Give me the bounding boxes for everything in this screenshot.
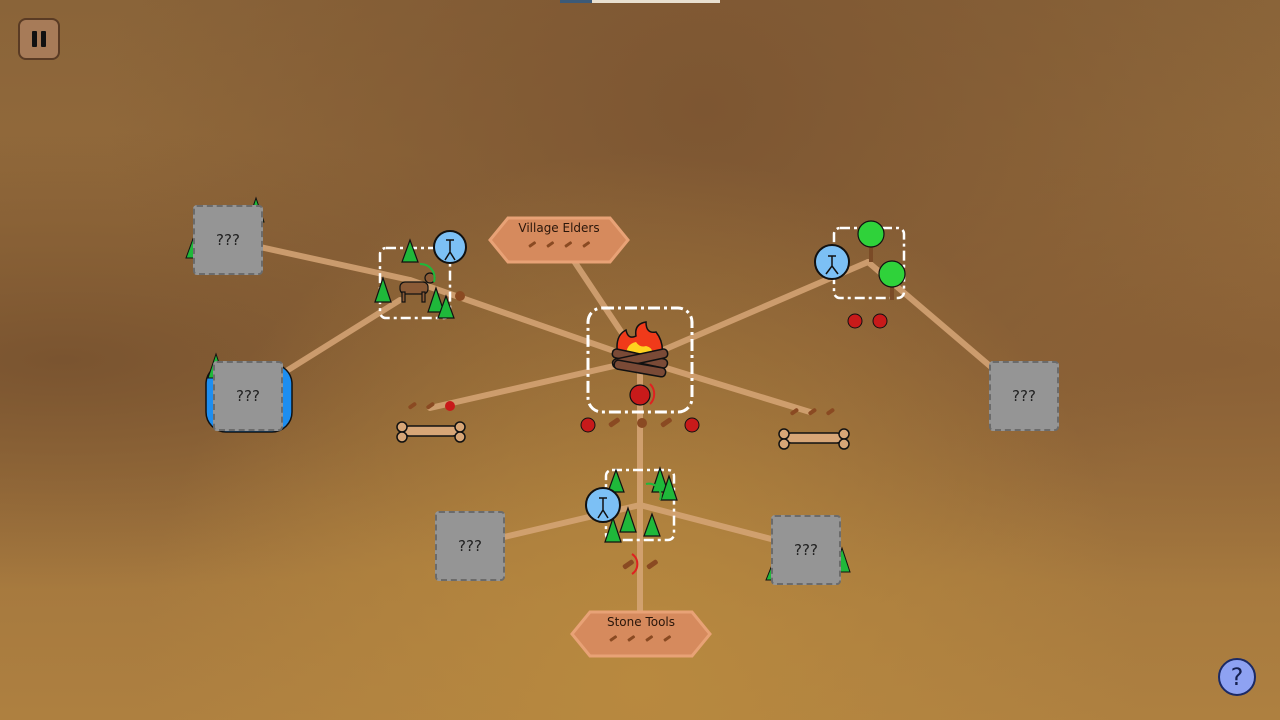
apple-tree-icon (878, 260, 906, 300)
apple-icon (684, 417, 700, 433)
tech-village-elders-cost-icons (528, 241, 591, 248)
campfire-outputs (580, 417, 700, 433)
bone-icon (396, 421, 466, 443)
progress-arc (645, 482, 662, 501)
progress-arc (649, 383, 656, 405)
meat-icon (455, 291, 465, 301)
logs-icon (611, 348, 669, 378)
help-button[interactable]: ? (1218, 658, 1256, 696)
forest-hunting-node[interactable] (374, 230, 467, 320)
tech-stone-tools[interactable]: Stone Tools (570, 610, 712, 658)
wood-icon (660, 417, 672, 428)
tree-icon (374, 238, 455, 319)
top-progress-fill (560, 0, 592, 3)
woodcutter-node[interactable] (585, 466, 678, 575)
unknown-tile[interactable]: ??? (989, 361, 1059, 431)
wood-icon (622, 559, 634, 570)
bone-marker-left (396, 401, 466, 443)
campfire-node[interactable] (586, 306, 694, 414)
tech-stone-tools-cost-icons (609, 635, 672, 642)
pause-icon (32, 31, 37, 47)
apple-icon (872, 313, 888, 329)
deer-icon (399, 272, 436, 303)
wood-icon (608, 417, 620, 428)
wood-icon (646, 559, 658, 570)
orchard-node[interactable] (814, 220, 906, 329)
unknown-tile[interactable]: ??? (213, 361, 283, 431)
paths (225, 237, 1027, 633)
apple-tree-icon (857, 220, 885, 262)
pause-button[interactable] (18, 18, 60, 60)
unknown-tile[interactable]: ??? (193, 205, 263, 275)
tech-village-elders[interactable]: Village Elders (488, 216, 630, 264)
tech-village-elders-label: Village Elders (518, 221, 599, 235)
pause-icon (41, 31, 46, 47)
tech-stone-tools-label: Stone Tools (607, 615, 675, 629)
unknown-tile[interactable]: ??? (771, 515, 841, 585)
bone-icon (778, 428, 850, 450)
top-progress-bar (560, 0, 720, 3)
apple-icon (629, 384, 651, 406)
meat-icon (637, 418, 647, 428)
bone-marker-right (778, 408, 850, 450)
progress-arc (419, 262, 436, 283)
apple-icon (580, 417, 596, 433)
unknown-tile[interactable]: ??? (435, 511, 505, 581)
apple-icon (847, 313, 863, 329)
progress-arc (631, 553, 639, 575)
